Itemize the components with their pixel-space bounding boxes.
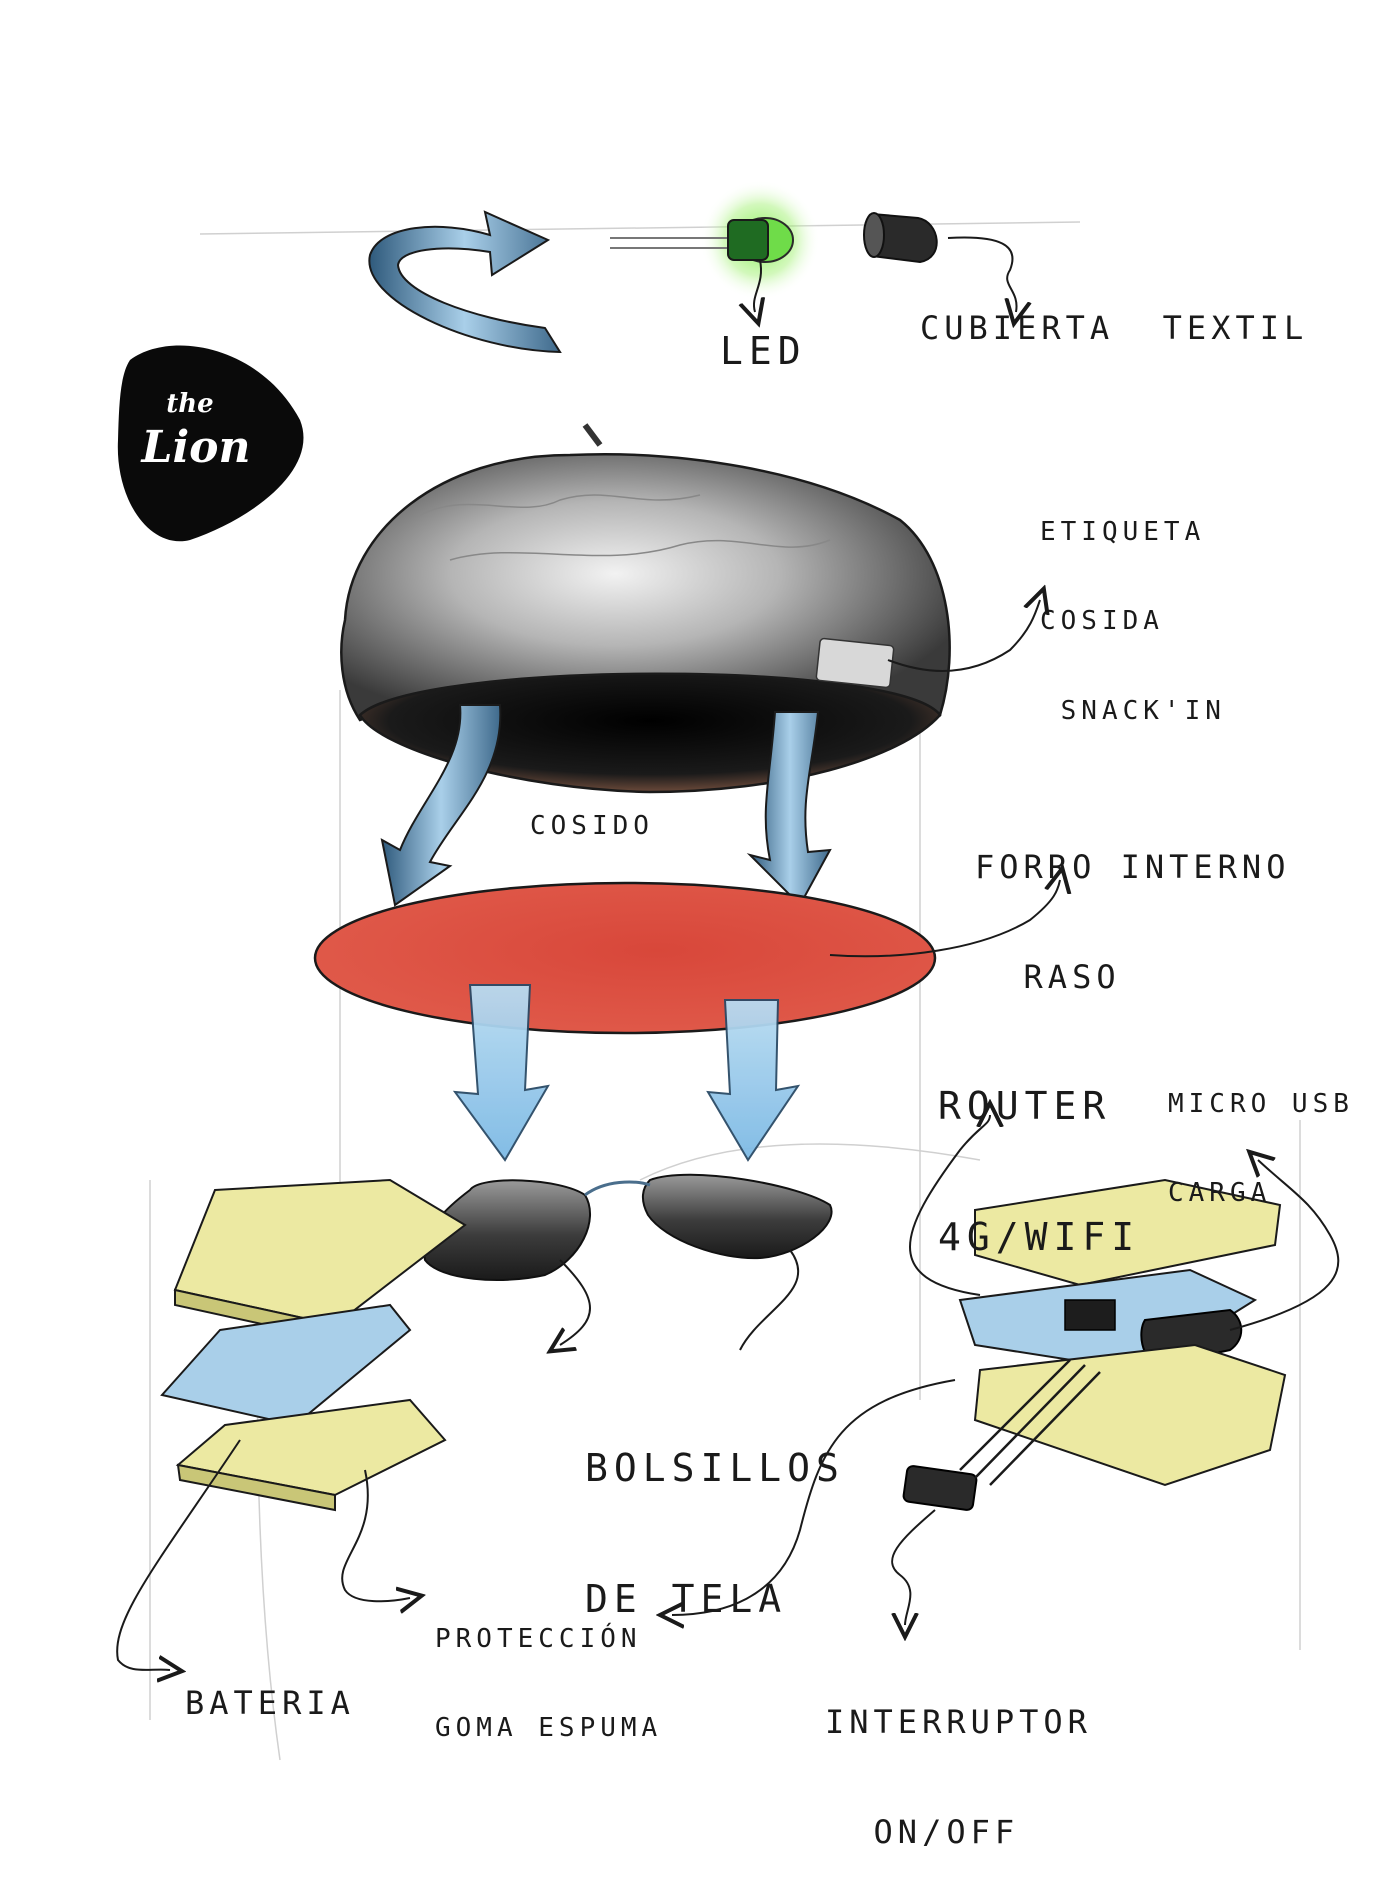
label-microusb: MICRO USB CARGA <box>1168 1088 1354 1209</box>
label-inner-lining: FORRO INTERNO RASO <box>975 847 1291 996</box>
router-stack <box>672 1115 1340 1625</box>
fabric-pockets <box>423 1173 833 1350</box>
onoff-switch <box>902 1465 978 1511</box>
label-sewn-tag: ETIQUETA COSIDA SNACK'IN <box>1040 516 1226 727</box>
label-battery: BATERIA <box>185 1684 355 1722</box>
label-onoff-switch: INTERRUPTOR ON/OFF <box>825 1702 1092 1851</box>
beret-outer-cover <box>340 423 1040 794</box>
led-component <box>610 180 820 312</box>
sewn-arrows <box>380 704 832 907</box>
assembly-arrows <box>452 984 801 1162</box>
router-chip <box>1064 1299 1116 1331</box>
sewn-label <box>815 637 895 689</box>
label-fabric-pockets: BOLSILLOS DE TELA <box>585 1446 845 1622</box>
battery-stack <box>116 1178 467 1670</box>
label-sewn: COSIDO <box>530 811 654 841</box>
label-textile-cover: CUBIERTA TEXTIL <box>920 309 1309 347</box>
logo-text-lion: Lion <box>140 422 251 473</box>
label-led: LED <box>720 329 807 373</box>
textile-cover-cap <box>863 212 1017 312</box>
label-router: ROUTER 4G/WIFI <box>938 1084 1141 1260</box>
logo-text-the: the <box>166 389 213 419</box>
label-foam-protection: PROTECCIÓN GOMA ESPUMA <box>435 1623 663 1744</box>
the-lion-logo: the Lion <box>117 345 304 542</box>
rotation-arrow <box>368 210 562 354</box>
exploded-product-sketch: the Lion <box>116 180 1340 1761</box>
